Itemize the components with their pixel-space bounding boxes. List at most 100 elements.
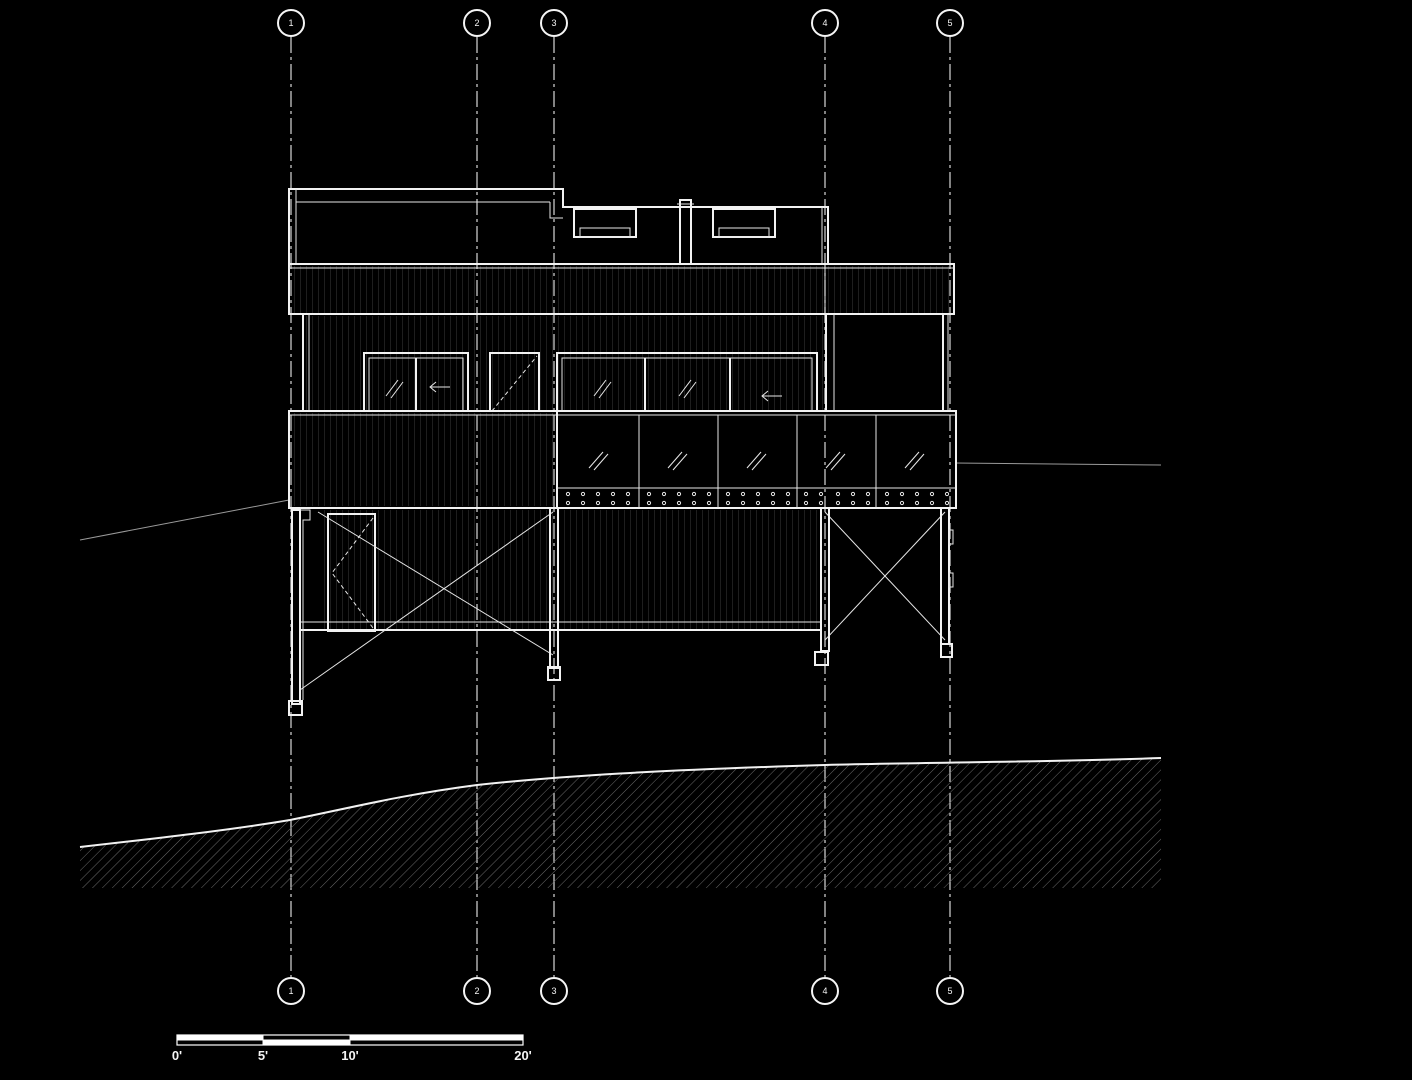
standoff-bolt xyxy=(803,500,809,506)
existing-grade-right xyxy=(954,462,1162,466)
standoff-bolt xyxy=(884,491,890,497)
grid-bubble-5-bottom: 5 xyxy=(936,977,964,1005)
standoff-bolt xyxy=(929,491,935,497)
scale-label-5: 5' xyxy=(258,1048,268,1063)
standoff-bolt xyxy=(740,500,746,506)
standoff-bolt xyxy=(725,491,731,497)
standoff-bolt xyxy=(850,491,856,497)
standoff-bolt xyxy=(595,500,601,506)
upper-wall-siding xyxy=(303,316,825,410)
standoff-bolt xyxy=(595,491,601,497)
standoff-bolt xyxy=(803,491,809,497)
standoff-bolt xyxy=(818,500,824,506)
standoff-bolt xyxy=(884,500,890,506)
ground-hatch xyxy=(80,758,1161,888)
upper-fascia xyxy=(288,263,955,315)
railing-standoffs xyxy=(565,491,950,506)
ground-line xyxy=(79,757,1162,848)
grid-bubble-1-top: 1 xyxy=(277,9,305,37)
standoff-bolt xyxy=(610,491,616,497)
standoff-bolt xyxy=(755,491,761,497)
standoff-bolt xyxy=(725,500,731,506)
downspout xyxy=(300,509,311,700)
standoff-bolt xyxy=(865,491,871,497)
lower-level xyxy=(288,507,954,716)
lower-door-swing xyxy=(331,517,374,629)
grid-bubble-2-bottom: 2 xyxy=(463,977,491,1005)
glass-mark xyxy=(385,379,404,399)
standoff-bolt xyxy=(785,500,791,506)
scale-bar: 0' 5' 10' 20' xyxy=(172,1034,532,1063)
parapet-step xyxy=(549,202,563,219)
standoff-bolt xyxy=(676,500,682,506)
arrow-left-icon xyxy=(429,381,450,393)
standoff-bolt xyxy=(914,491,920,497)
glass-railing xyxy=(557,415,956,508)
scale-label-0: 0' xyxy=(172,1048,182,1063)
lower-door xyxy=(327,513,376,632)
existing-grade-left xyxy=(79,499,290,541)
lower-wall-siding xyxy=(324,510,821,630)
swing-door-arc xyxy=(491,355,538,412)
roof xyxy=(288,188,829,265)
standoff-bolt xyxy=(944,491,950,497)
footing-1 xyxy=(288,700,303,716)
standoff-bolt xyxy=(580,491,586,497)
grid-bubble-3-bottom: 3 xyxy=(540,977,568,1005)
grid-label: 3 xyxy=(551,18,556,28)
standoff-bolt xyxy=(625,491,631,497)
standoff-bolt xyxy=(835,500,841,506)
standoff-bolt xyxy=(565,500,571,506)
column-5-bracket-2 xyxy=(948,572,954,588)
footing-4 xyxy=(814,651,829,666)
grid-bubble-4-top: 4 xyxy=(811,9,839,37)
standoff-bolt xyxy=(899,491,905,497)
skylight-1 xyxy=(573,208,637,238)
grid-label: 2 xyxy=(474,18,479,28)
fascia-siding xyxy=(291,266,953,314)
standoff-bolt xyxy=(914,500,920,506)
standoff-bolt xyxy=(580,500,586,506)
arrow-left-icon xyxy=(761,390,782,402)
grid-bubble-4-bottom: 4 xyxy=(811,977,839,1005)
standoff-bolt xyxy=(770,491,776,497)
skylight-2-inner xyxy=(718,227,770,238)
standoff-bolt xyxy=(661,491,667,497)
scale-frame xyxy=(176,1034,524,1046)
standoff-bolt xyxy=(676,491,682,497)
standoff-bolt xyxy=(646,500,652,506)
standoff-bolt xyxy=(625,500,631,506)
grid-bubble-1-bottom: 1 xyxy=(277,977,305,1005)
grid-bubbles-bottom: 1 2 3 4 5 xyxy=(277,977,964,1005)
standoff-bolt xyxy=(818,491,824,497)
standoff-bolt xyxy=(770,500,776,506)
grid-label: 4 xyxy=(822,18,827,28)
grid-label: 1 xyxy=(288,986,293,996)
parapet-left xyxy=(288,188,829,264)
ground xyxy=(79,462,1162,888)
standoff-bolt xyxy=(850,500,856,506)
grid-label: 3 xyxy=(551,986,556,996)
main-floor-band xyxy=(288,410,957,509)
scale-segment-3 xyxy=(349,1034,524,1041)
column-5 xyxy=(940,507,950,645)
standoff-bolt xyxy=(706,500,712,506)
skylight-1-inner xyxy=(579,227,631,238)
grid-label: 5 xyxy=(947,18,952,28)
grid-label: 4 xyxy=(822,986,827,996)
standoff-bolt xyxy=(944,500,950,506)
grid-bubble-2-top: 2 xyxy=(463,9,491,37)
scale-label-10: 10' xyxy=(341,1048,359,1063)
standoff-bolt xyxy=(646,491,652,497)
footing-3 xyxy=(547,666,561,681)
standoff-bolt xyxy=(929,500,935,506)
grid-label: 5 xyxy=(947,986,952,996)
grid-label: 1 xyxy=(288,18,293,28)
standoff-bolt xyxy=(661,500,667,506)
scale-segment-1 xyxy=(176,1034,264,1041)
standoff-bolt xyxy=(755,500,761,506)
scale-segment-2 xyxy=(262,1039,351,1046)
scale-label-20: 20' xyxy=(514,1048,532,1063)
footing-5 xyxy=(940,643,953,658)
